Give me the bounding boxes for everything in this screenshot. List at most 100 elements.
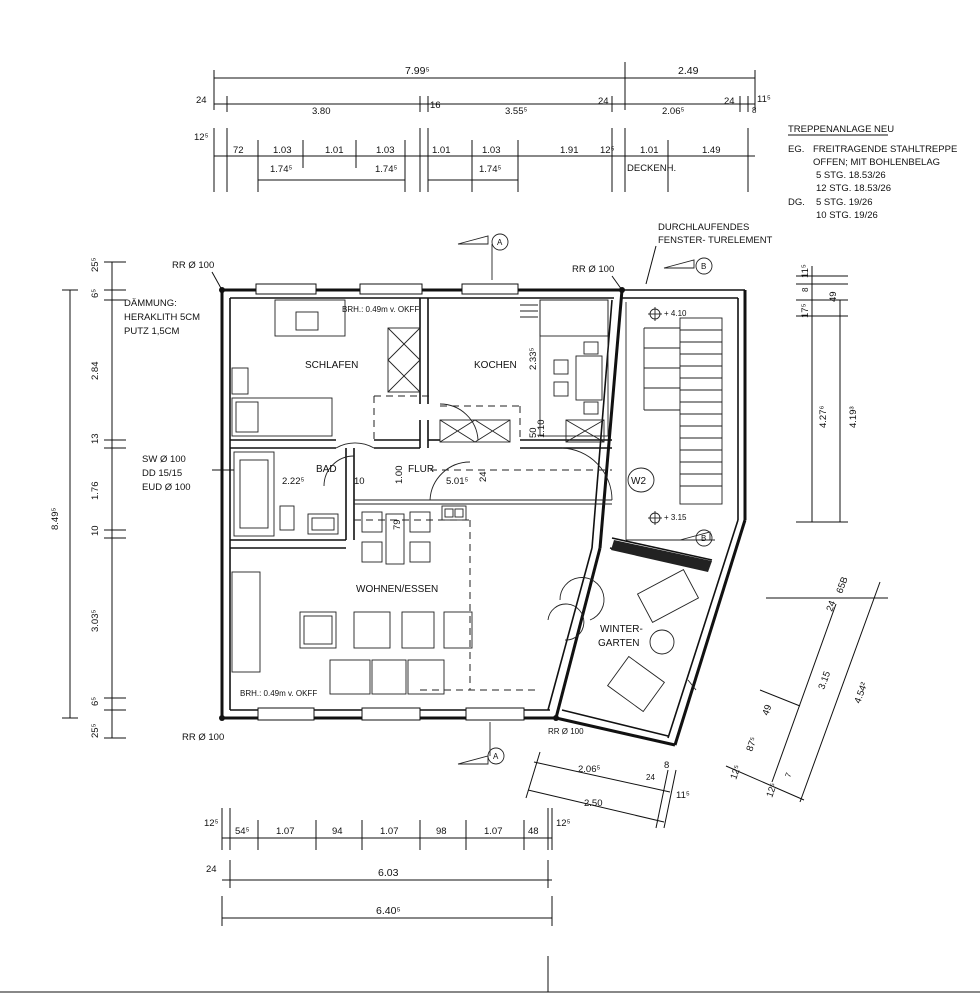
treppe-eg-label: EG. [788,144,804,155]
wintergarten-dimensions: 2.06⁵ 8 24 11⁵ 2.50 24 65B 3.15 4.54² 49… [525,575,888,829]
dim-left-2: 2.84 [90,362,101,381]
dim-inner-0: 2.33⁵ [528,348,539,370]
sw-0: SW Ø 100 [142,454,186,465]
dim-r3-3: 1.01 [325,145,344,156]
dim-bottom-7: 48 [528,826,539,837]
dim-inner-5: 1.00 [394,466,405,485]
dim-r3-1: 72 [233,145,244,156]
sw-1: DD 15/15 [142,468,182,479]
dim-wg-bottom-4: 2.50 [584,798,603,809]
interior-walls [230,298,713,571]
room-label-bad: BAD [316,464,337,475]
dim-r3-2: 1.03 [273,145,292,156]
dim-left-6: 3.03⁵ [90,610,101,632]
dim-inner-4: 10 [354,476,365,487]
dim-r3b-0: 1.74⁵ [270,164,292,175]
flur-furniture: FLUR [408,464,467,521]
level-upper: + 4.10 [664,309,687,318]
dim-wg-right-5: 87⁵ [744,736,759,753]
treppe-dg-label: DG. [788,197,805,208]
section-b-bottom: B [701,534,706,543]
left-dimensions: 25⁵ 6⁵ 2.84 13 1.76 10 3.03⁵ 6⁵ 25⁵ 8.49… [50,257,126,739]
dim-inner-7: 24 [478,471,489,482]
dim-r3b-2: 1.74⁵ [479,164,501,175]
dim-bottom-4: 1.07 [380,826,399,837]
dim-wg-right-4: 49 [760,703,774,717]
dim-wg-bottom-0: 2.06⁵ [578,764,600,775]
dim-bottom-5: 98 [436,826,447,837]
brh-note-bottom: BRH.: 0.49m v. OKFF [240,689,317,698]
dim-wg-right-8: 12⁵ [764,782,779,799]
room-label-schlafen: SCHLAFEN [305,360,358,371]
dim-right-1: 8 [801,287,810,292]
dim-bottom-3: 94 [332,826,343,837]
dim-r3-4: 1.03 [376,145,395,156]
wintergarten: WINTER- GARTEN [598,569,700,713]
treppe-note: TREPPENANLAGE NEU EG. FREITRAGENDE STAHL… [788,124,957,221]
dim-right-2: 49 [828,291,839,302]
room-label-winter1: WINTER- [600,624,643,635]
dim-r3-8: 12⁵ [600,145,615,156]
treppe-dg-line-1: 10 STG. 19/26 [816,210,878,221]
dim-wg-bottom-1: 8 [664,760,669,771]
dim-right-3: 17⁵ [800,303,811,318]
treppe-eg-line-3: 12 STG. 18.53/26 [816,183,891,194]
dim-r3-6: 1.03 [482,145,501,156]
dim-wg-right-1: 65B [834,575,850,595]
dim-wg-bottom-2: 24 [646,773,655,782]
dim-r2-0: 24 [196,95,207,106]
dim-r3-10: 1.49 [702,145,721,156]
left-notes: DÄMMUNG: HERAKLITH 5CM PUTZ 1,5CM SW Ø 1… [124,260,623,743]
dim-right-0: 11⁵ [800,264,811,278]
dim-inner-1: 50 [528,427,539,438]
room-label-kochen: KOCHEN [474,360,517,371]
dim-bottom-8: 12⁵ [556,818,571,829]
dim-inner-8: 79 [392,519,403,530]
dim-r2-7: 8 [752,106,757,115]
dim-r3-7: 1.91 [560,145,579,156]
dim-right-4: 4.27⁶ [818,406,829,428]
dim-bottom-11: 6.40⁵ [376,905,401,917]
dim-wg-right-7: 7 [783,771,793,779]
treppe-title: TREPPENANLAGE NEU [788,124,894,135]
dim-r2-6: 24 [724,96,735,107]
dim-inner-6: 5.01⁵ [446,476,468,487]
dim-bottom-9: 24 [206,864,217,875]
dim-r3-5: 1.01 [432,145,451,156]
treppe-eg-line-1: OFFEN; MIT BOHLENBELAG [813,157,940,168]
inner-dimensions: 2.33⁵ 50 1.10 2.22⁵ 10 1.00 5.01⁵ 24 79 [282,348,547,530]
deckenh-label: DECKENH. [627,163,676,174]
dim-r2-4: 24 [598,96,609,107]
dim-wg-bottom-3: 11⁵ [676,790,690,801]
dim-r2-2: 16 [430,100,441,111]
dim-r2-3: 3.55⁵ [505,106,527,117]
dim-top-total-a: 7.99⁵ [405,65,430,77]
dim-right-5: 4.19³ [848,406,859,428]
dim-left-8: 25⁵ [90,723,101,738]
treppe-dg-line-0: 5 STG. 19/26 [816,197,873,208]
dim-inner-3: 2.22⁵ [282,476,304,487]
treppe-eg-line-0: FREITRAGENDE STAHLTREPPE [813,144,957,155]
dim-bottom-6: 1.07 [484,826,503,837]
top-dimensions: 7.99⁵ 2.49 24 3.80 16 3.55⁵ 24 2.06⁵ 24 … [194,62,771,192]
room-label-winter2: GARTEN [598,638,640,649]
kochen-furniture: KOCHEN [439,299,609,443]
section-b-top: B [701,262,706,271]
dim-r2-5: 2.06⁵ [662,106,684,117]
durch-0: DURCHLAUFENDES [658,222,749,233]
dim-r2-1: 3.80 [312,106,331,117]
durch-1: FENSTER- TURELEMENT [658,235,773,246]
room-label-wohnen: WOHNEN/ESSEN [356,584,438,595]
dim-top-total-b: 2.49 [678,65,699,77]
section-a-top: A [497,238,503,247]
dim-wg-right-2: 3.15 [816,670,833,691]
section-markers: A A B B DURCHLAUFENDES FENSTER- TURELEME… [457,222,773,765]
level-lower: + 3.15 [664,513,687,522]
wohnen-furniture: WOHNEN/ESSEN BRH.: 0.49m v. OKFF [231,511,473,698]
dim-bottom-10: 6.03 [378,867,399,879]
room-label-w2: W2 [631,476,646,487]
dim-left-1: 6⁵ [90,289,101,298]
dim-r3b-1: 1.74⁵ [375,164,397,175]
dim-left-0: 25⁵ [90,257,101,272]
